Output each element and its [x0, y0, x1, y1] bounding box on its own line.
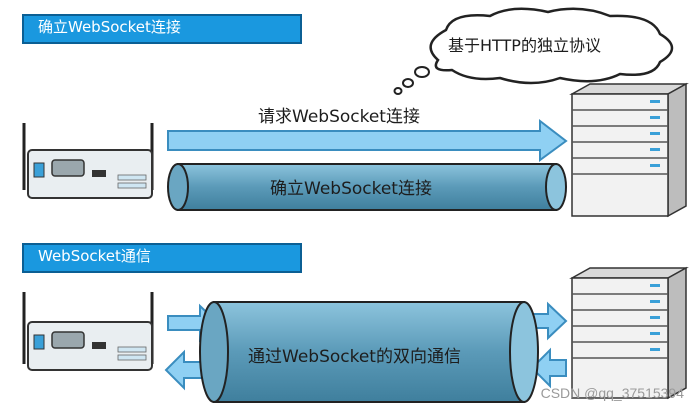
thought-cloud — [393, 7, 674, 95]
connection-tube — [167, 163, 567, 211]
tube-label: 确立WebSocket连接 — [270, 179, 432, 199]
request-label: 请求WebSocket连接 — [258, 107, 420, 127]
server-icon — [569, 82, 689, 218]
request-arrow — [167, 118, 568, 162]
bidirectional-tube — [199, 301, 539, 403]
cloud-label: 基于HTTP的独立协议 — [448, 36, 601, 55]
watermark: CSDN @qq_37515394 — [540, 385, 684, 401]
bidirectional-label: 通过WebSocket的双向通信 — [248, 347, 461, 367]
section-banner-communication: WebSocket通信 — [22, 243, 302, 273]
server-icon — [569, 266, 689, 400]
client-device-icon — [22, 123, 154, 199]
client-device-icon — [22, 292, 154, 371]
section-banner-establish: 确立WebSocket连接 — [22, 14, 302, 44]
incoming-arrow — [530, 347, 567, 389]
